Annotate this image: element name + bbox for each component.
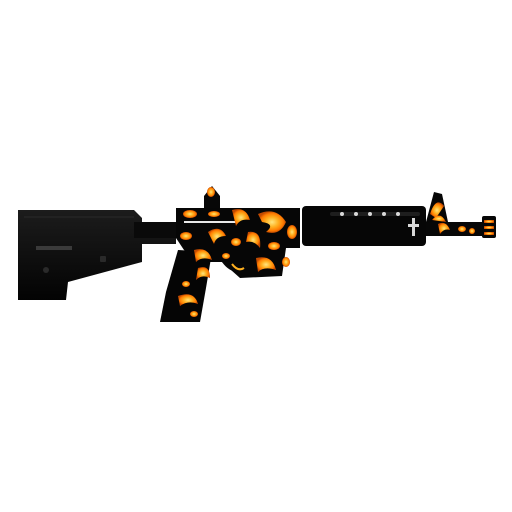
buffer-tube xyxy=(134,222,184,238)
flame-pattern xyxy=(178,209,297,317)
handguard xyxy=(302,206,426,246)
barrel xyxy=(426,222,484,236)
flash-hider xyxy=(482,216,496,238)
front-sight xyxy=(426,192,448,222)
rear-sight-flame xyxy=(207,187,215,197)
trigger-group xyxy=(222,262,250,272)
